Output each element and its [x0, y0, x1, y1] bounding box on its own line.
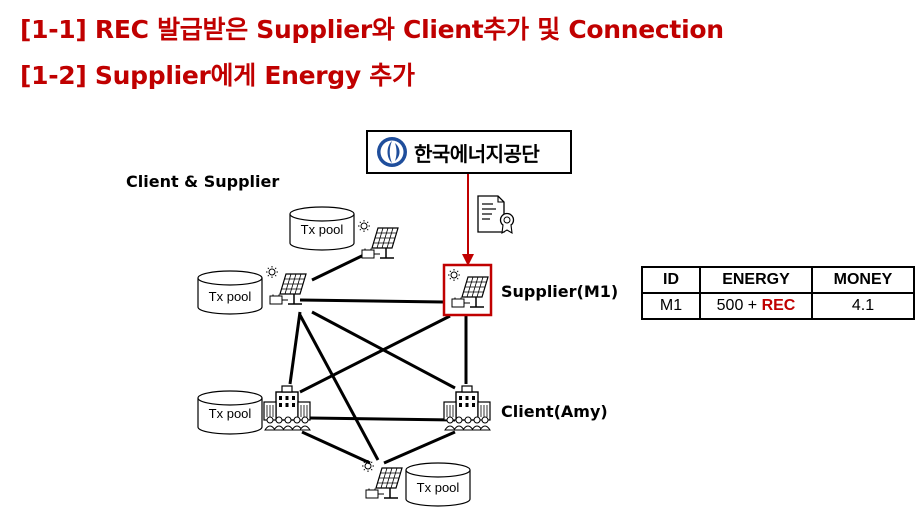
- energy-base-value: 500 +: [716, 297, 762, 314]
- column-header-money: MONEY: [811, 266, 915, 294]
- energy-agency-box: 한국에너지공단: [366, 130, 572, 174]
- tx-pool-label: Tx pool: [209, 406, 252, 421]
- tx-pool-3: Tx pool: [197, 390, 263, 435]
- tx-pool-1: Tx pool: [289, 206, 355, 251]
- cell-energy: 500 + REC: [699, 292, 813, 320]
- column-header-id: ID: [641, 266, 701, 294]
- ledger-table: ID ENERGY MONEY M1 500 + REC 4.1: [641, 266, 915, 320]
- tx-pool-4: Tx pool: [405, 462, 471, 507]
- tx-pool-label: Tx pool: [209, 289, 252, 304]
- table-row: M1 500 + REC 4.1: [641, 292, 915, 320]
- rec-arrowhead: [462, 254, 474, 266]
- tx-pool-label: Tx pool: [301, 222, 344, 237]
- cell-money: 4.1: [811, 292, 915, 320]
- solar-panel-icon: [357, 219, 399, 259]
- cluster-label: Client & Supplier: [126, 172, 280, 191]
- column-header-energy: ENERGY: [699, 266, 813, 294]
- title-line-1: [1-1] REC 발급받은 Supplier와 Client추가 및 Conn…: [20, 15, 724, 44]
- connection-edges: [288, 250, 468, 465]
- energy-agency-name: 한국에너지공단: [414, 141, 540, 166]
- building-icon: [443, 385, 491, 431]
- client-label: Client(Amy): [501, 402, 608, 421]
- supplier-highlight: [442, 263, 493, 317]
- table-header-row: ID ENERGY MONEY: [641, 266, 915, 294]
- supplier-label: Supplier(M1): [501, 282, 619, 301]
- solar-panel-icon: [447, 268, 489, 308]
- solar-panel-icon: [361, 459, 403, 499]
- energy-agency-logo: [377, 137, 407, 167]
- cell-id: M1: [641, 292, 701, 320]
- certificate-icon: [477, 195, 515, 235]
- tx-pool-2: Tx pool: [197, 270, 263, 315]
- title-line-2: [1-2] Supplier에게 Energy 추가: [20, 61, 415, 90]
- energy-rec-value: REC: [761, 297, 796, 314]
- solar-panel-icon: [265, 265, 307, 305]
- building-icon: [263, 385, 311, 431]
- tx-pool-label: Tx pool: [417, 480, 460, 495]
